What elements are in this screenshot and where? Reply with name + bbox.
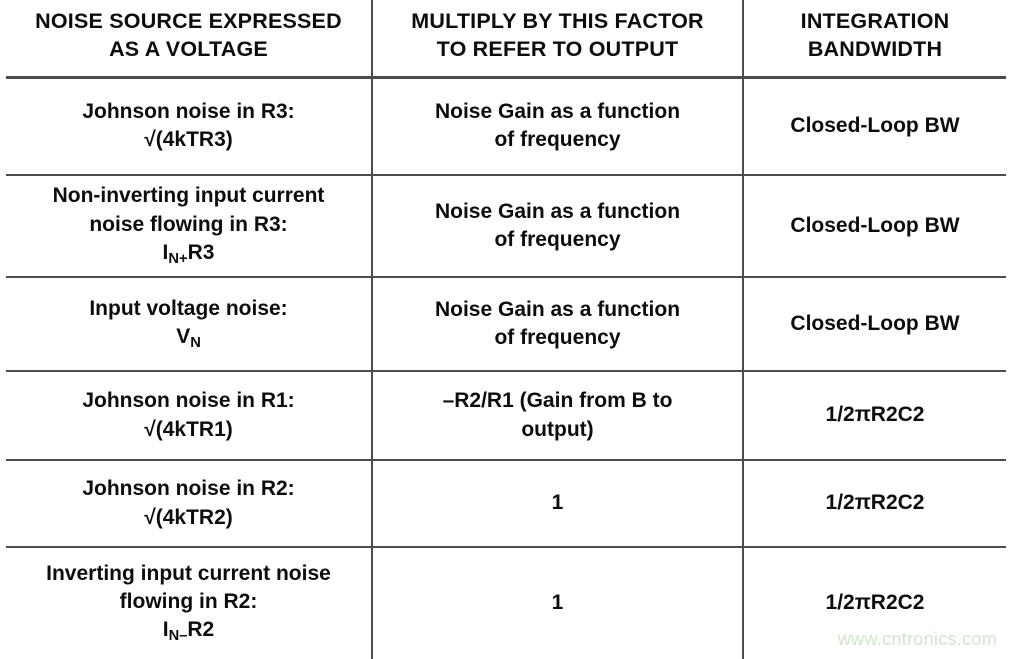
multiply-factor-line-1: Noise Gain as a function: [434, 297, 681, 321]
cell-integration-bandwidth: Closed-Loop BW: [743, 277, 1006, 372]
multiply-factor-line-2: output): [521, 417, 594, 441]
cell-multiply-factor: 1: [372, 547, 744, 659]
noise-source-line-1: Non-inverting input current: [52, 184, 325, 208]
cell-multiply-factor: Noise Gain as a function of frequency: [372, 77, 744, 176]
formula-subscript: N: [190, 334, 201, 351]
header-row: NOISE SOURCE EXPRESSED AS A VOLTAGE MULT…: [6, 0, 1006, 79]
table-row: Inverting input current noise flowing in…: [6, 547, 1006, 659]
formula-base: V: [176, 324, 191, 348]
table-row: Input voltage noise: VN Noise Gain as a …: [6, 277, 1006, 372]
column-header-multiply-factor-line-2: TO REFER TO OUTPUT: [436, 36, 679, 61]
formula-tail: R3: [187, 240, 215, 264]
noise-source-line-1: Input voltage noise:: [89, 296, 288, 320]
noise-source-line-1: Johnson noise in R3:: [82, 100, 295, 124]
cell-multiply-factor: 1: [372, 460, 744, 548]
table-row: Johnson noise in R1: √(4kTR1) –R2/R1 (Ga…: [6, 371, 1006, 461]
multiply-factor-line-2: of frequency: [494, 326, 621, 349]
site-watermark: www.cntronics.com: [837, 629, 997, 649]
cell-multiply-factor: –R2/R1 (Gain from B to output): [372, 371, 744, 461]
cell-noise-source: Johnson noise in R2: √(4kTR2): [6, 460, 373, 548]
noise-source-formula: IN–R2: [14, 616, 363, 647]
cell-multiply-factor: Noise Gain as a function of frequency: [372, 277, 744, 372]
table-row: Non-inverting input current noise flowin…: [6, 175, 1006, 278]
cell-integration-bandwidth: 1/2πR2C2: [825, 591, 925, 615]
noise-source-line-1: Johnson noise in R1:: [82, 389, 295, 413]
noise-contributions-table-container: NOISE SOURCE EXPRESSED AS A VOLTAGE MULT…: [6, 0, 1006, 659]
column-header-integration-bandwidth: INTEGRATION BANDWIDTH: [743, 0, 1006, 79]
column-header-multiply-factor-line-1: MULTIPLY BY THIS FACTOR: [411, 8, 704, 33]
noise-source-line-1: Inverting input current noise: [46, 561, 331, 585]
formula-base: I: [162, 240, 169, 264]
table-header: NOISE SOURCE EXPRESSED AS A VOLTAGE MULT…: [6, 0, 1006, 79]
formula-tail: R2: [187, 618, 215, 642]
multiply-factor-line-2: of frequency: [494, 228, 621, 251]
cell-integration-bandwidth: Closed-Loop BW: [743, 175, 1006, 278]
formula-subscript: N+: [168, 250, 188, 267]
noise-source-formula: IN+R3: [14, 239, 363, 270]
column-header-multiply-factor: MULTIPLY BY THIS FACTOR TO REFER TO OUTP…: [372, 0, 744, 79]
noise-source-line-2: √(4kTR1): [144, 417, 233, 441]
column-header-noise-source-line-2: AS A VOLTAGE: [109, 36, 268, 61]
table-row: Johnson noise in R2: √(4kTR2) 1 1/2πR2C2: [6, 460, 1006, 548]
noise-source-line-2: flowing in R2:: [119, 590, 258, 614]
formula-base: I: [162, 618, 169, 642]
table-body: Johnson noise in R3: √(4kTR3) Noise Gain…: [6, 77, 1006, 659]
noise-contributions-table: NOISE SOURCE EXPRESSED AS A VOLTAGE MULT…: [6, 0, 1006, 659]
noise-source-line-1: Johnson noise in R2:: [82, 477, 295, 501]
cell-noise-source: Inverting input current noise flowing in…: [6, 547, 373, 659]
cell-noise-source: Non-inverting input current noise flowin…: [6, 175, 373, 278]
multiply-factor-line-2: of frequency: [494, 128, 621, 152]
multiply-factor-line-1: Noise Gain as a function: [434, 199, 681, 223]
cell-integration-bandwidth: 1/2πR2C2: [743, 460, 1006, 548]
cell-integration-bandwidth: 1/2πR2C2: [743, 371, 1006, 461]
noise-source-line-2: √(4kTR3): [144, 128, 233, 152]
noise-source-line-2: noise flowing in R3:: [89, 212, 288, 236]
multiply-factor-line-1: –R2/R1 (Gain from B to: [442, 389, 673, 413]
table-row: Johnson noise in R3: √(4kTR3) Noise Gain…: [6, 77, 1006, 176]
cell-noise-source: Johnson noise in R1: √(4kTR1): [6, 371, 373, 461]
cell-noise-source: Input voltage noise: VN: [6, 277, 373, 372]
multiply-factor-line-1: Noise Gain as a function: [434, 100, 681, 124]
noise-source-line-2: √(4kTR2): [144, 505, 233, 529]
formula-subscript: N–: [168, 628, 188, 645]
column-header-noise-source-line-1: NOISE SOURCE EXPRESSED: [35, 8, 342, 33]
noise-source-formula: VN: [14, 323, 363, 354]
cell-noise-source: Johnson noise in R3: √(4kTR3): [6, 77, 373, 176]
column-header-integration-bandwidth-line-1: INTEGRATION: [800, 8, 950, 33]
column-header-noise-source: NOISE SOURCE EXPRESSED AS A VOLTAGE: [6, 0, 373, 79]
column-header-integration-bandwidth-line-2: BANDWIDTH: [807, 36, 943, 61]
cell-multiply-factor: Noise Gain as a function of frequency: [372, 175, 744, 278]
cell-integration-bandwidth: Closed-Loop BW: [743, 77, 1006, 176]
